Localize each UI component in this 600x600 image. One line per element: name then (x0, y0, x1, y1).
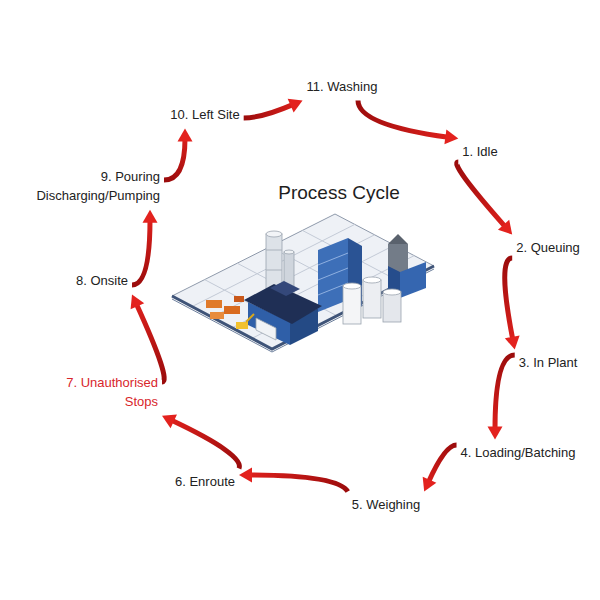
step-label: 4. Loading/Batching (457, 440, 580, 467)
arrow-head (288, 99, 303, 113)
arrow-head (488, 427, 503, 440)
arrow-shaft (505, 258, 513, 340)
cycle-arrow (164, 128, 193, 180)
step-text: 10. Left Site (170, 106, 239, 125)
arrow-head (498, 220, 512, 235)
arrow-head (444, 129, 458, 144)
step-label: 7. Unauthorised Stops (40, 370, 162, 416)
cycle-arrow (244, 99, 303, 118)
step-label: 8. Onsite (72, 268, 132, 295)
arrow-head (423, 477, 437, 492)
cycle-arrow (358, 100, 458, 144)
step-text: 2. Queuing (516, 239, 580, 258)
cycle-arrow (132, 210, 157, 285)
step-text: 5. Weighing (352, 496, 420, 515)
arrow-shaft (249, 475, 348, 492)
arrow-shaft (164, 138, 185, 180)
cycle-arrow (423, 445, 457, 492)
cycle-arrow (505, 258, 520, 350)
step-label: 5. Weighing (348, 492, 424, 519)
cycle-arrow (457, 162, 512, 235)
step-label: 2. Queuing (512, 235, 584, 262)
cycle-arrow (488, 355, 515, 440)
arrow-shaft (171, 420, 239, 468)
step-text: 11. Washing (307, 78, 378, 97)
arrow-shaft (428, 445, 456, 482)
arrow-shaft (457, 162, 506, 227)
arrow-shaft (358, 100, 448, 137)
step-label: 10. Left Site (166, 102, 243, 129)
arrow-shaft (495, 355, 515, 430)
step-text: 3. In Plant (519, 354, 578, 373)
step-text: 6. Enroute (175, 473, 235, 492)
arrow-head (178, 128, 193, 141)
diagram-title: Process Cycle (276, 180, 401, 206)
step-label: 9. Pouring Discharging/Pumping (12, 164, 164, 210)
step-text: 8. Onsite (76, 272, 128, 291)
arrow-shaft (132, 220, 150, 285)
step-text: 4. Loading/Batching (461, 444, 576, 463)
arrow-head (143, 210, 158, 223)
arrow-head (239, 468, 252, 483)
cycle-arrow (239, 468, 348, 492)
arrow-shaft (136, 304, 164, 382)
step-label: 6. Enroute (171, 469, 239, 496)
arrow-head (162, 415, 177, 429)
step-label: 3. In Plant (515, 350, 582, 377)
arrow-head (131, 294, 145, 309)
step-label: 11. Washing (303, 74, 382, 101)
step-label: 1. Idle (458, 139, 501, 166)
arrow-shaft (244, 104, 294, 118)
cycle-arrow (131, 294, 165, 382)
step-text: 9. Pouring Discharging/Pumping (16, 168, 160, 206)
arrow-head (505, 335, 520, 349)
step-text: 7. Unauthorised Stops (44, 374, 158, 412)
step-text: 1. Idle (462, 143, 497, 162)
cycle-arrow (162, 415, 239, 469)
